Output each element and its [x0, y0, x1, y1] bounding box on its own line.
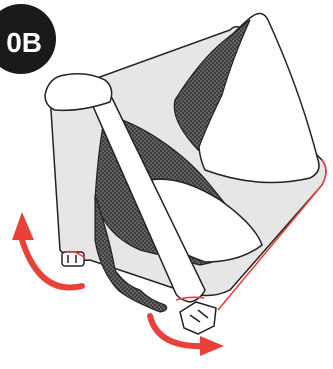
front-foot: [180, 302, 216, 334]
cover-flap: [45, 74, 112, 111]
